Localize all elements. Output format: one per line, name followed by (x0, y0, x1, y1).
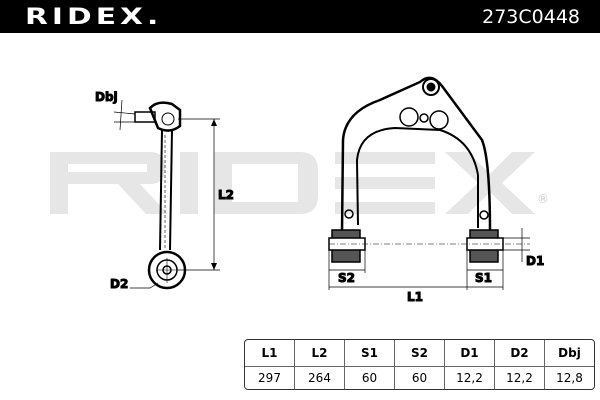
watermark-letter-e-bottom (335, 202, 435, 214)
header-cell: D2 (495, 340, 545, 367)
header-cell: L2 (295, 340, 345, 367)
header-bar: RIDEX. 273C0448 (0, 0, 600, 33)
header-cell: S1 (345, 340, 395, 367)
label-d2: D2 (110, 277, 128, 291)
header-cell: D1 (445, 340, 495, 367)
specs-header-row: L1 L2 S1 S2 D1 D2 Dbj (245, 340, 594, 367)
specs-value-row: 297 264 60 60 12,2 12,2 12,8 (245, 367, 594, 389)
watermark-letter-e-top (335, 152, 435, 164)
value-cell: 12,2 (445, 367, 495, 389)
header-cell: L1 (245, 340, 295, 367)
label-s1: S1 (475, 271, 492, 285)
label-s2: S2 (338, 271, 355, 285)
watermark-letter-x (445, 152, 535, 214)
watermark-letter-r (50, 152, 168, 214)
value-cell: 297 (245, 367, 295, 389)
header-cell: S2 (395, 340, 445, 367)
label-l1: L1 (407, 290, 423, 304)
control-arm-drawing (328, 76, 530, 290)
label-d1: D1 (526, 254, 544, 268)
label-dbj: Dbj (95, 90, 118, 104)
value-cell: 60 (345, 367, 395, 389)
brand-logo: RIDEX. (25, 5, 163, 30)
watermark-letter-i (180, 152, 198, 214)
value-cell: 60 (395, 367, 445, 389)
value-cell: 12,8 (556, 371, 583, 385)
header-cell: Dbj (545, 340, 594, 367)
watermark-letter-d (214, 152, 318, 214)
part-number: 273C0448 (482, 6, 580, 28)
value-cell: 12,2 (495, 367, 545, 389)
label-l2: L2 (218, 188, 234, 202)
specs-table: L1 L2 S1 S2 D1 D2 Dbj 297 264 60 60 12,2… (244, 339, 595, 390)
value-cell: 264 (295, 367, 345, 389)
stabilizer-link-drawing (113, 99, 220, 290)
registered-mark: ® (537, 192, 549, 206)
watermark-letter-e-middle (335, 177, 435, 189)
